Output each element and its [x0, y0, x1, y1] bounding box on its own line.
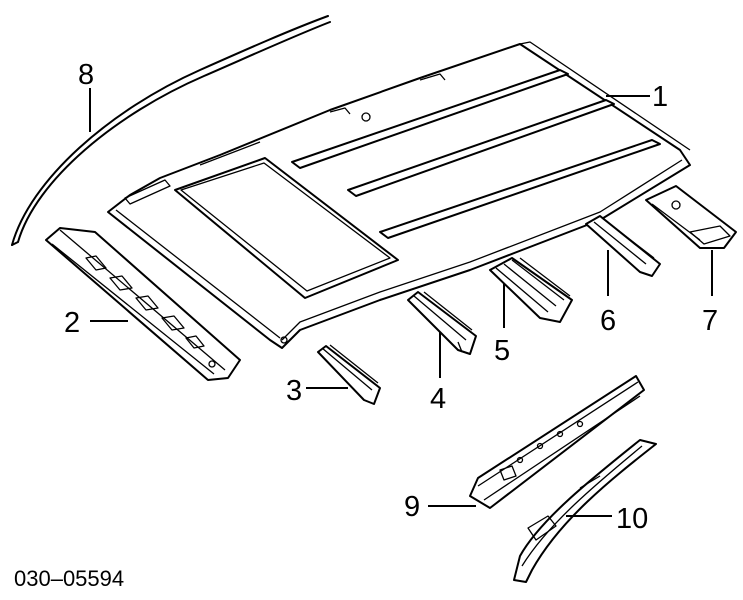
part-5-roof-bow: [489, 257, 573, 323]
callout-4: 4: [430, 383, 446, 415]
part-1-roof-panel: [107, 41, 691, 349]
part-7-rear-header: [645, 185, 737, 249]
part-10-side-rail-inner: [513, 439, 657, 583]
callout-8: 8: [78, 59, 94, 91]
callout-7: 7: [702, 305, 718, 337]
callout-9: 9: [404, 491, 420, 523]
callout-2: 2: [64, 307, 80, 339]
part-8-roof-molding: [11, 15, 331, 246]
diagram-code: 030–05594: [14, 566, 124, 591]
callout-10: 10: [616, 503, 648, 535]
callout-6: 6: [600, 305, 616, 337]
part-6-roof-bow: [585, 215, 661, 277]
part-2-front-header: [45, 227, 241, 381]
part-4-roof-bow: [407, 291, 477, 355]
callout-3: 3: [286, 375, 302, 407]
part-9-side-rail: [469, 375, 645, 509]
part-3-roof-bow: [317, 344, 381, 405]
callout-1: 1: [652, 81, 668, 113]
callout-5: 5: [494, 335, 510, 367]
leader-lines: [89, 88, 713, 517]
